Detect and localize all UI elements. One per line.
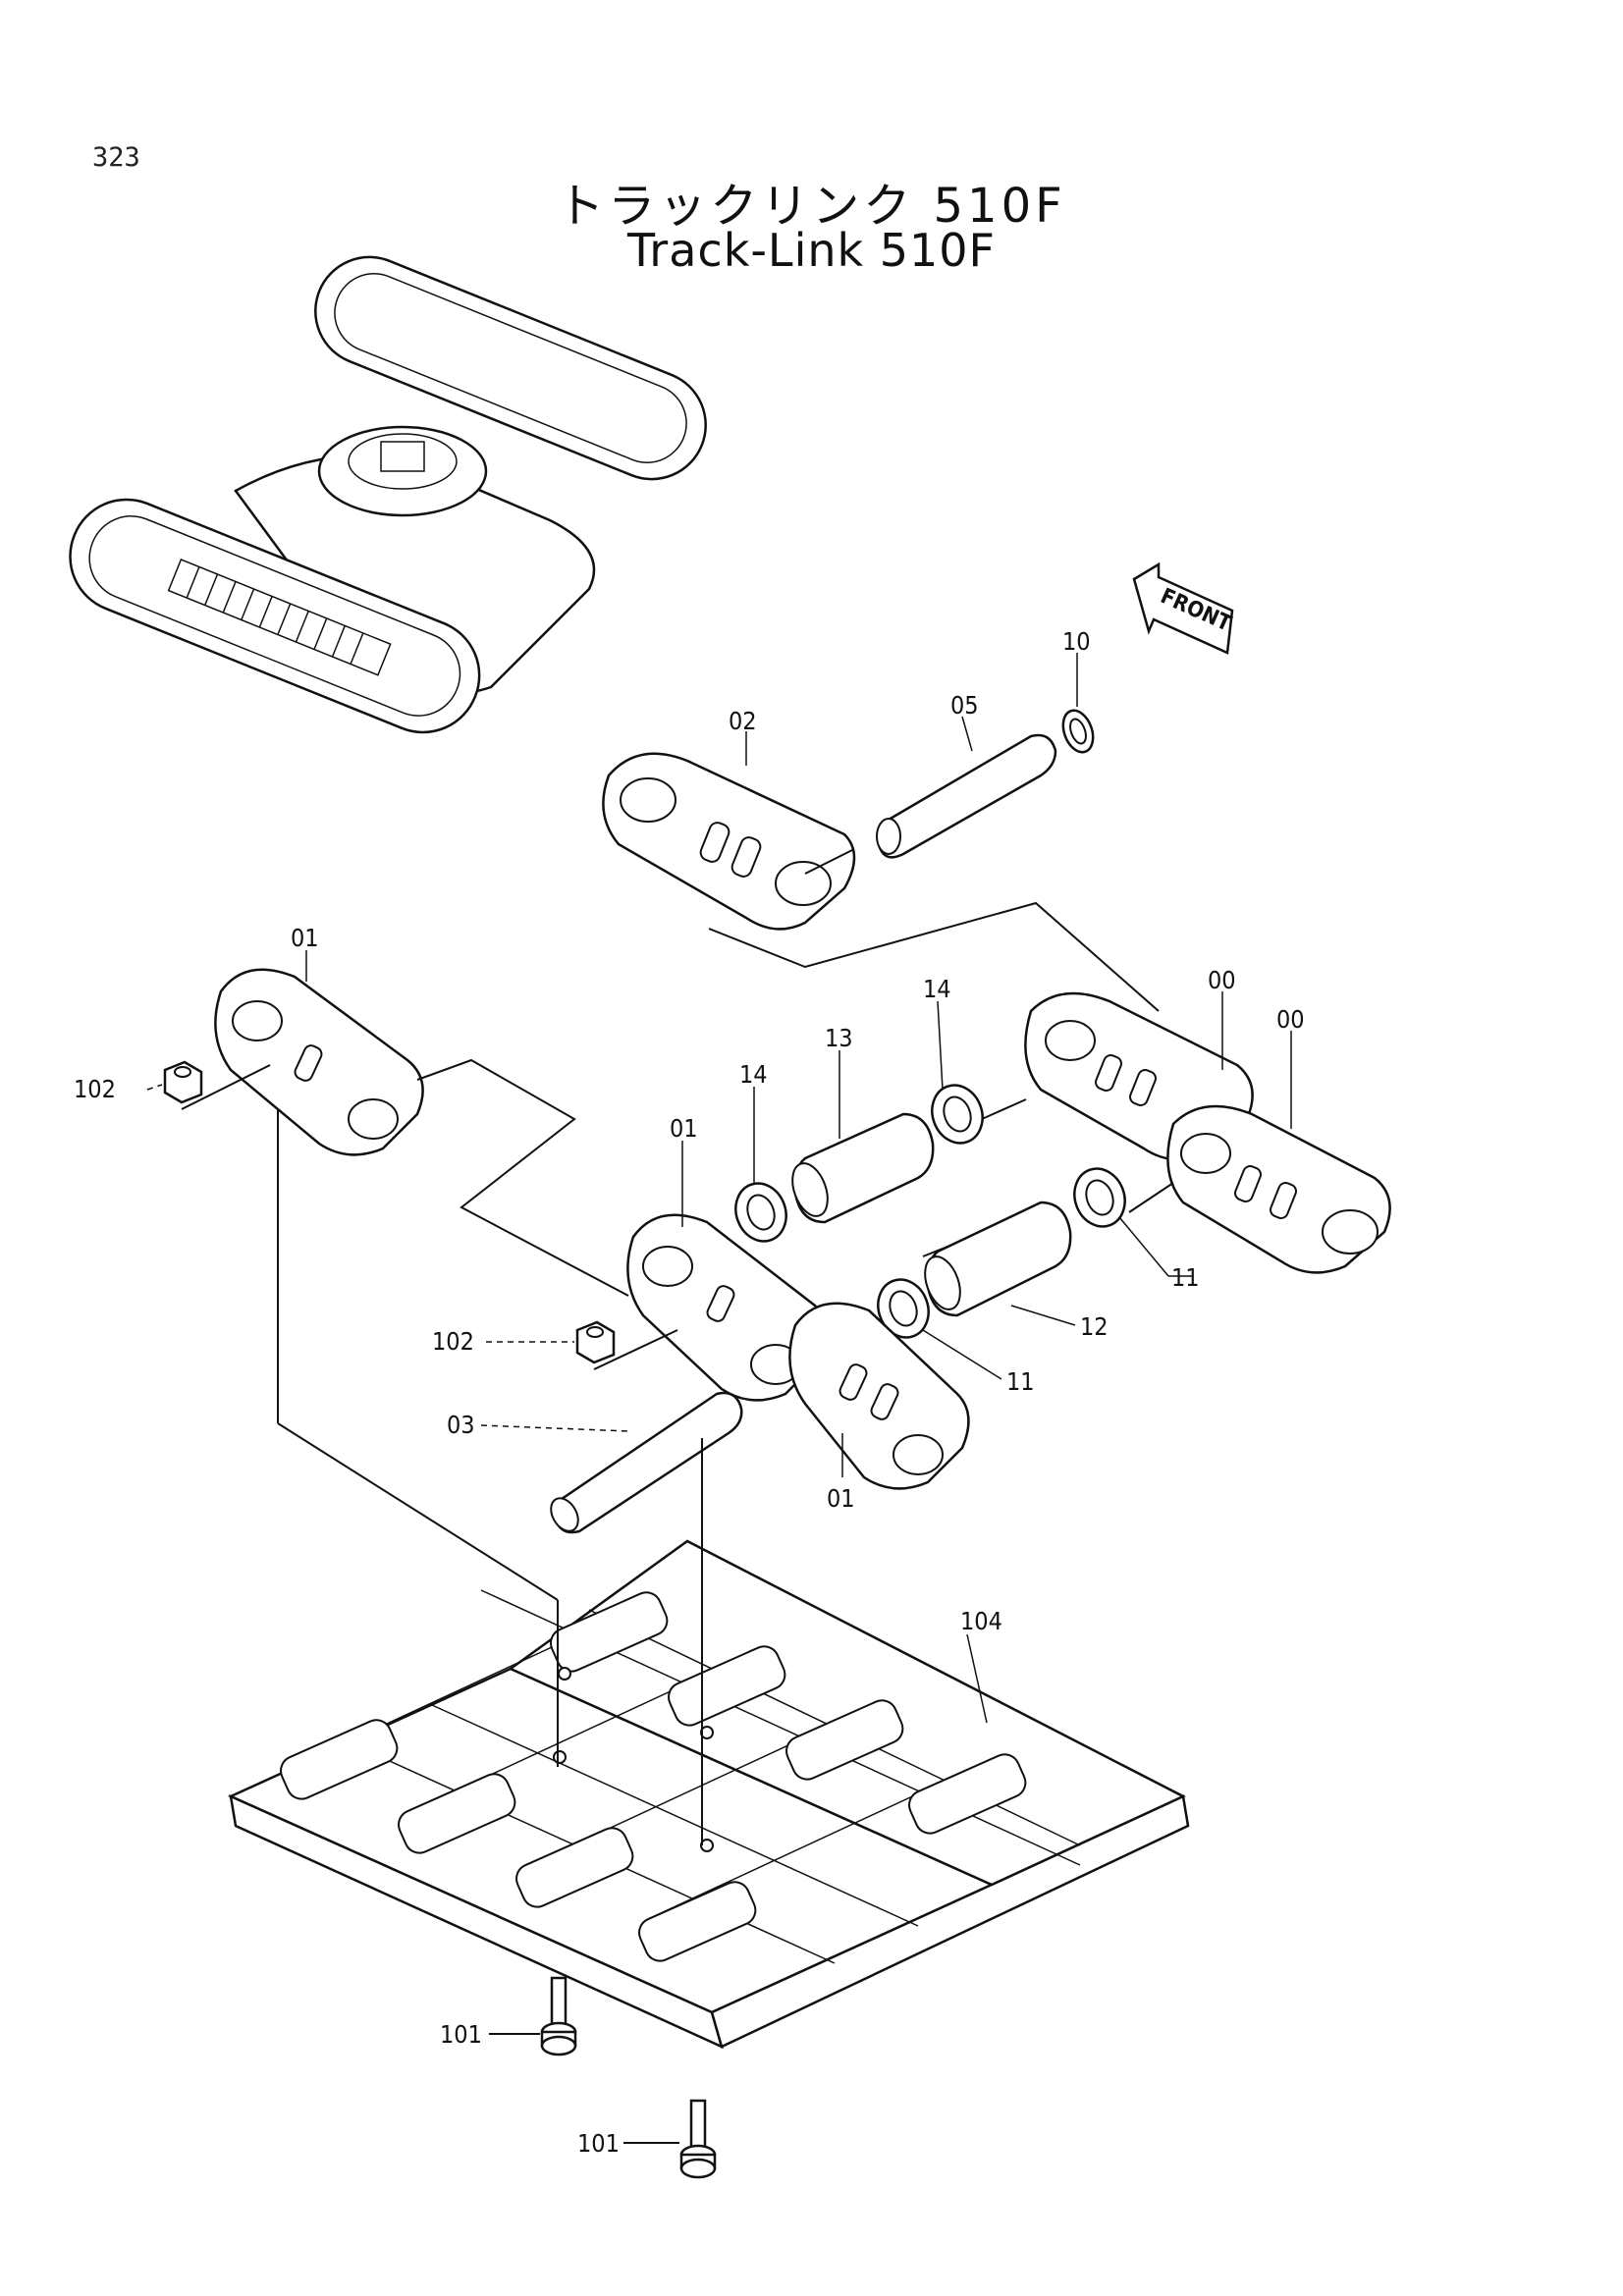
page-number: 323 — [92, 142, 140, 173]
callout-13: 13 — [825, 1024, 853, 1052]
link-01-upper — [214, 968, 424, 1156]
link-00-b — [1166, 1104, 1391, 1274]
callout-labels: 02 05 10 01 01 01 14 13 14 00 00 11 12 1… — [74, 627, 1305, 2158]
snap-ring-10 — [1061, 709, 1095, 754]
callout-101-upper: 101 — [440, 2020, 482, 2049]
callout-00-right: 00 — [1276, 1005, 1305, 1034]
title-english: Track-Link 510F — [626, 224, 997, 277]
callout-03: 03 — [447, 1411, 475, 1439]
callout-10: 10 — [1062, 627, 1091, 656]
callout-101-lower: 101 — [577, 2129, 620, 2158]
bushing-13 — [791, 1112, 935, 1224]
callout-01-upper: 01 — [291, 924, 319, 952]
callout-05: 05 — [950, 691, 979, 720]
seal-11-upper — [1073, 1167, 1126, 1228]
callout-01-middle: 01 — [670, 1114, 698, 1143]
callout-11-upper: 11 — [1171, 1263, 1200, 1292]
callout-02: 02 — [729, 707, 757, 735]
link-01-middle — [626, 1213, 828, 1402]
callout-12: 12 — [1080, 1312, 1109, 1341]
callout-102-upper: 102 — [74, 1075, 116, 1103]
callout-00-left: 00 — [1208, 966, 1236, 994]
nut-102-upper — [163, 1060, 203, 1104]
undercarriage-overview — [69, 255, 707, 734]
link-01-lower — [788, 1302, 970, 1490]
pin-03 — [550, 1391, 743, 1534]
assembly-lines — [146, 653, 1292, 2144]
callout-102-lower: 102 — [432, 1327, 474, 1356]
seal-11-lower — [877, 1278, 930, 1339]
pin-05 — [876, 733, 1057, 859]
callout-01-lower: 01 — [827, 1484, 855, 1513]
callout-11-lower: 11 — [1006, 1367, 1035, 1396]
front-arrow-icon: FRONT — [1132, 561, 1235, 655]
bolt-101-lower — [679, 2099, 717, 2179]
link-02 — [602, 752, 856, 931]
callout-14-right: 14 — [923, 975, 951, 1003]
title-japanese: トラックリンク 510F — [557, 179, 1066, 234]
callout-14-left: 14 — [739, 1060, 768, 1089]
seal-14-left — [734, 1182, 787, 1243]
callout-104: 104 — [960, 1607, 1002, 1635]
bolt-101-upper — [540, 1976, 577, 2056]
seal-14-right — [931, 1084, 984, 1145]
track-shoes-104 — [227, 1539, 1190, 2050]
nut-102-lower — [575, 1320, 616, 1364]
bushing-12 — [924, 1201, 1072, 1317]
